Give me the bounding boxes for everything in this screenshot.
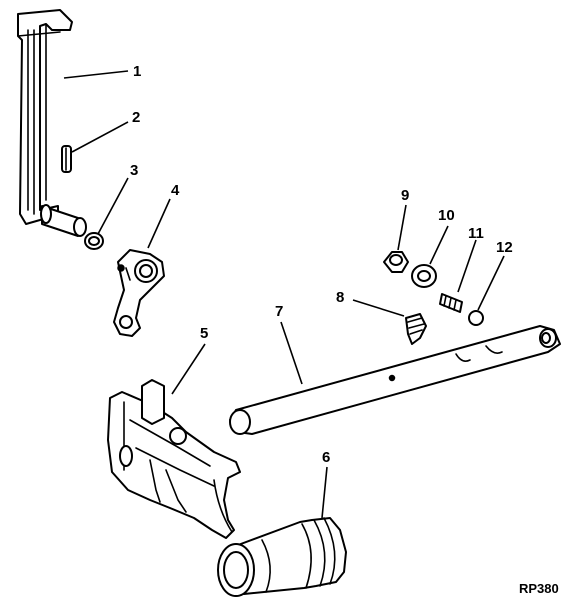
spring-part-11 [439, 293, 463, 313]
callout-8: 8 [336, 289, 344, 306]
callout-7: 7 [275, 303, 283, 320]
reference-code: RP380 [519, 581, 559, 596]
leader-lines [63, 70, 505, 519]
callout-9: 9 [401, 187, 409, 204]
splined-coupler-part-6 [217, 517, 347, 597]
callout-1: 1 [133, 63, 141, 80]
callout-5: 5 [200, 325, 208, 342]
roll-pin-part-2 [61, 145, 72, 173]
callout-12: 12 [496, 239, 513, 256]
detent-spring-part-8 [405, 313, 427, 345]
callout-10: 10 [438, 207, 455, 224]
shift-arm-part-4 [113, 249, 165, 337]
callout-4: 4 [171, 182, 180, 199]
callout-2: 2 [132, 109, 140, 126]
shift-lever-part-1 [17, 9, 87, 237]
callout-6: 6 [322, 449, 330, 466]
o-ring-part-3 [84, 232, 104, 250]
ball-part-12 [468, 310, 484, 326]
plug-part-9 [383, 251, 409, 273]
washer-part-10 [411, 264, 437, 288]
callout-3: 3 [130, 162, 138, 179]
callout-11: 11 [468, 225, 484, 242]
shift-rod-part-7 [229, 325, 561, 435]
shift-fork-part-5 [107, 379, 241, 539]
